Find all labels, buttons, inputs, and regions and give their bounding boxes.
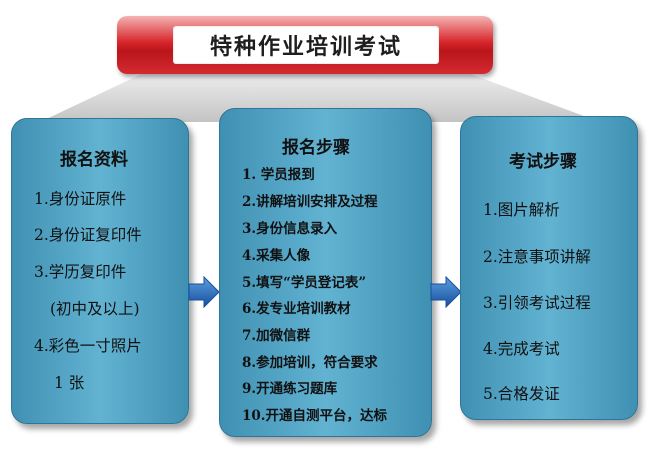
exam-title: 考试步骤	[509, 152, 577, 172]
exam-step: 5.合格发证	[483, 385, 560, 403]
materials-item: 1.身份证原件	[34, 190, 127, 208]
registration-step: 1. 学员报到	[242, 167, 315, 183]
arrow-right-icon	[430, 276, 462, 308]
materials-item: 3.学历复印件	[34, 263, 127, 281]
registration-title: 报名步骤	[282, 138, 350, 158]
exam-step: 4.完成考试	[483, 340, 560, 358]
exam-step: 3.引领考试过程	[483, 294, 591, 312]
page-title: 特种作业培训考试	[173, 26, 439, 64]
registration-panel: 报名步骤 1. 学员报到 2.讲解培训安排及过程 3.身份信息录入 4.采集人像…	[219, 108, 432, 437]
registration-step: 9.开通练习题库	[242, 381, 338, 397]
materials-item: (初中及以上)	[50, 300, 140, 318]
exam-step: 2.注意事项讲解	[483, 248, 591, 266]
arrow-right-icon	[188, 276, 220, 308]
materials-item: 4.彩色一寸照片	[34, 337, 142, 355]
registration-step: 10.开通自测平台，达标	[242, 408, 387, 424]
registration-step: 6.发专业培训教材	[242, 301, 351, 317]
exam-panel: 考试步骤 1.图片解析 2.注意事项讲解 3.引领考试过程 4.完成考试 5.合…	[460, 116, 638, 420]
registration-step: 4.采集人像	[242, 248, 311, 264]
registration-step: 3.身份信息录入	[242, 221, 338, 237]
materials-item: 2.身份证复印件	[34, 226, 142, 244]
registration-step: 8.参加培训，符合要求	[242, 355, 378, 371]
materials-item: 1 张	[54, 374, 85, 392]
materials-title: 报名资料	[60, 150, 128, 170]
registration-step: 7.加微信群	[242, 328, 311, 344]
registration-step: 2.讲解培训安排及过程	[242, 194, 378, 210]
materials-panel: 报名资料 1.身份证原件 2.身份证复印件 3.学历复印件 (初中及以上) 4.…	[11, 118, 189, 424]
registration-step: 5.填写“学员登记表”	[242, 275, 367, 291]
exam-step: 1.图片解析	[483, 201, 560, 219]
